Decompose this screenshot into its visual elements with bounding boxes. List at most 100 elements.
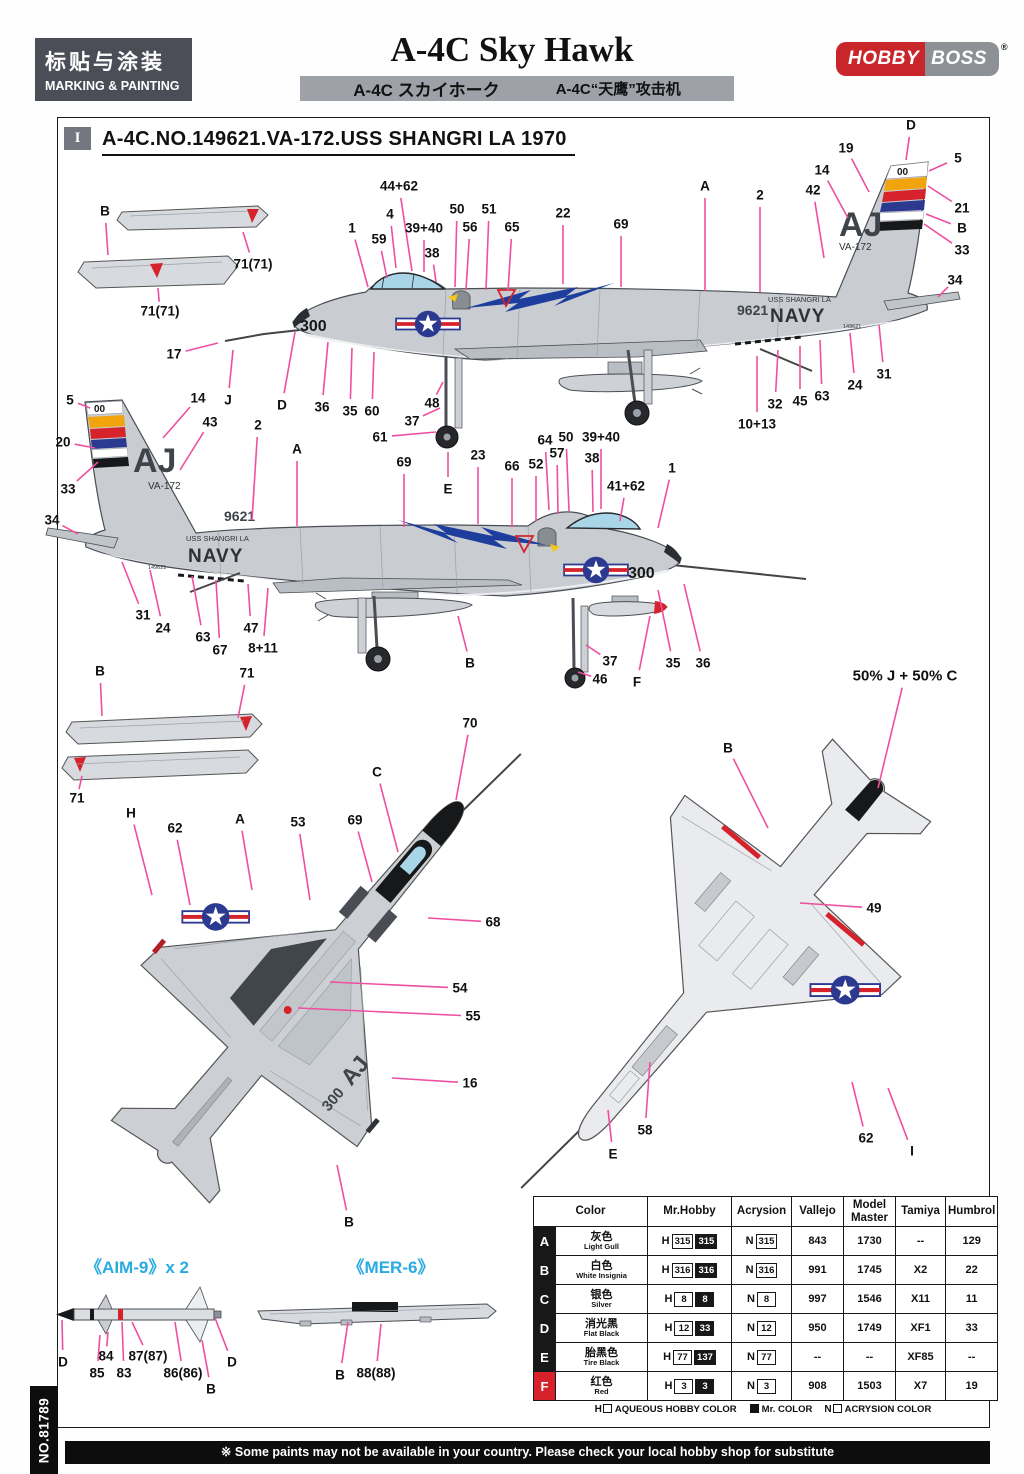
callout-line — [814, 201, 825, 259]
centerline-pylon — [631, 1025, 678, 1077]
paint-tamiya-cell: X2 — [895, 1255, 946, 1285]
callout-line — [106, 1331, 109, 1347]
callout-line — [638, 615, 651, 671]
callout-line — [390, 225, 397, 269]
callout-line — [162, 406, 191, 439]
marking-tail-code: AJ — [839, 206, 882, 244]
paint-model-master-cell: 1503 — [843, 1371, 896, 1401]
callout-line — [454, 220, 458, 288]
callout-line — [215, 579, 221, 639]
canopy — [369, 272, 446, 290]
marking-service: NAVY — [770, 306, 825, 327]
callout-line — [435, 381, 444, 395]
callout-line — [774, 349, 779, 393]
aim9-missile-drawing — [56, 1286, 222, 1343]
callout-line — [329, 981, 449, 989]
scheme-title: A-4C.NO.149621.VA-172.USS SHANGRI LA 197… — [102, 127, 575, 156]
callout-line — [105, 222, 109, 256]
logo-registered-mark: ® — [1000, 42, 1008, 52]
marking-tail-number: 9621 — [737, 302, 768, 318]
paint-vallejo-cell: 950 — [791, 1313, 844, 1343]
paint-column-header: Mr.Hobby — [647, 1196, 732, 1227]
callout-line — [391, 1077, 459, 1083]
callout-line — [341, 1321, 349, 1364]
paint-column-header: Tamiya — [895, 1196, 946, 1227]
callout-line — [241, 830, 253, 891]
paint-humbrol-cell: 22 — [944, 1255, 999, 1285]
mer6-section-title: 《MER-6》 — [347, 1258, 435, 1277]
callout-line — [657, 479, 671, 529]
marking-side-number: 300 — [300, 318, 327, 335]
marking-tail-code: AJ — [133, 442, 176, 480]
callout-line — [657, 589, 672, 652]
callout-line — [432, 264, 437, 283]
callout-line — [507, 238, 513, 292]
canopy — [565, 512, 642, 530]
callout-line — [851, 1081, 864, 1127]
marking-tail-tip: 00 — [94, 404, 106, 415]
callout-line — [877, 687, 903, 789]
rescue-triangle — [496, 289, 517, 308]
stabilizer — [45, 527, 119, 549]
kit-number-box: NO.81789 — [30, 1386, 58, 1474]
aim9-section-title: 《AIM-9》x 2 — [85, 1258, 189, 1277]
marking-painting-block: 标贴与涂装 MARKING & PAINTING — [35, 38, 192, 101]
callout-line — [76, 461, 99, 482]
callout-line — [62, 524, 79, 535]
callout-line — [61, 1319, 64, 1351]
callout-line — [336, 1164, 348, 1211]
lightning-bolt — [398, 520, 546, 549]
callout-line — [133, 824, 153, 896]
callout-line — [357, 831, 373, 883]
planform — [577, 738, 932, 1141]
subtitle-japanese: A-4C スカイホーク — [353, 81, 500, 100]
fin-top — [172, 1076, 233, 1147]
paint-key-cell: B — [533, 1255, 556, 1285]
paint-model-master-cell: 1546 — [843, 1284, 896, 1314]
paint-tamiya-cell: XF85 — [895, 1342, 946, 1372]
callout-line — [905, 136, 911, 161]
callout-line — [191, 575, 202, 626]
marking-serial: 149621 — [843, 324, 861, 330]
paint-vallejo-cell: 997 — [791, 1284, 844, 1314]
callout-line — [176, 839, 191, 906]
callout-line — [99, 682, 103, 717]
paint-humbrol-cell: -- — [944, 1342, 999, 1372]
paint-model-master-cell: 1749 — [843, 1313, 896, 1343]
callout-line — [556, 464, 559, 515]
callout-line — [299, 833, 311, 901]
callout-line — [376, 1323, 382, 1362]
aircraft-bottom-view — [520, 738, 932, 1189]
callout-line — [819, 339, 823, 385]
callout-line — [455, 734, 469, 801]
aircraft-top-view: 300 AJ — [110, 753, 522, 1204]
marking-ship: USS SHANGRI LA — [768, 295, 831, 304]
callout-line — [354, 239, 369, 288]
callout-line — [201, 1339, 210, 1378]
marking-tail-number: 9621 — [224, 508, 255, 524]
subtitle-chinese: A-4C“天鹰”攻击机 — [555, 81, 681, 98]
callout-line — [121, 561, 140, 605]
callout-line — [927, 185, 953, 203]
marking-squadron: VA-172 — [839, 242, 872, 253]
callout-line — [174, 1321, 182, 1362]
scheme-index-badge: I — [64, 127, 91, 150]
callout-line — [400, 197, 413, 272]
tail-cone — [845, 780, 884, 822]
missile-nose — [56, 1308, 74, 1321]
callout-line — [591, 469, 594, 513]
paint-column-header: Vallejo — [791, 1196, 844, 1227]
paint-vallejo-cell: 991 — [791, 1255, 844, 1285]
